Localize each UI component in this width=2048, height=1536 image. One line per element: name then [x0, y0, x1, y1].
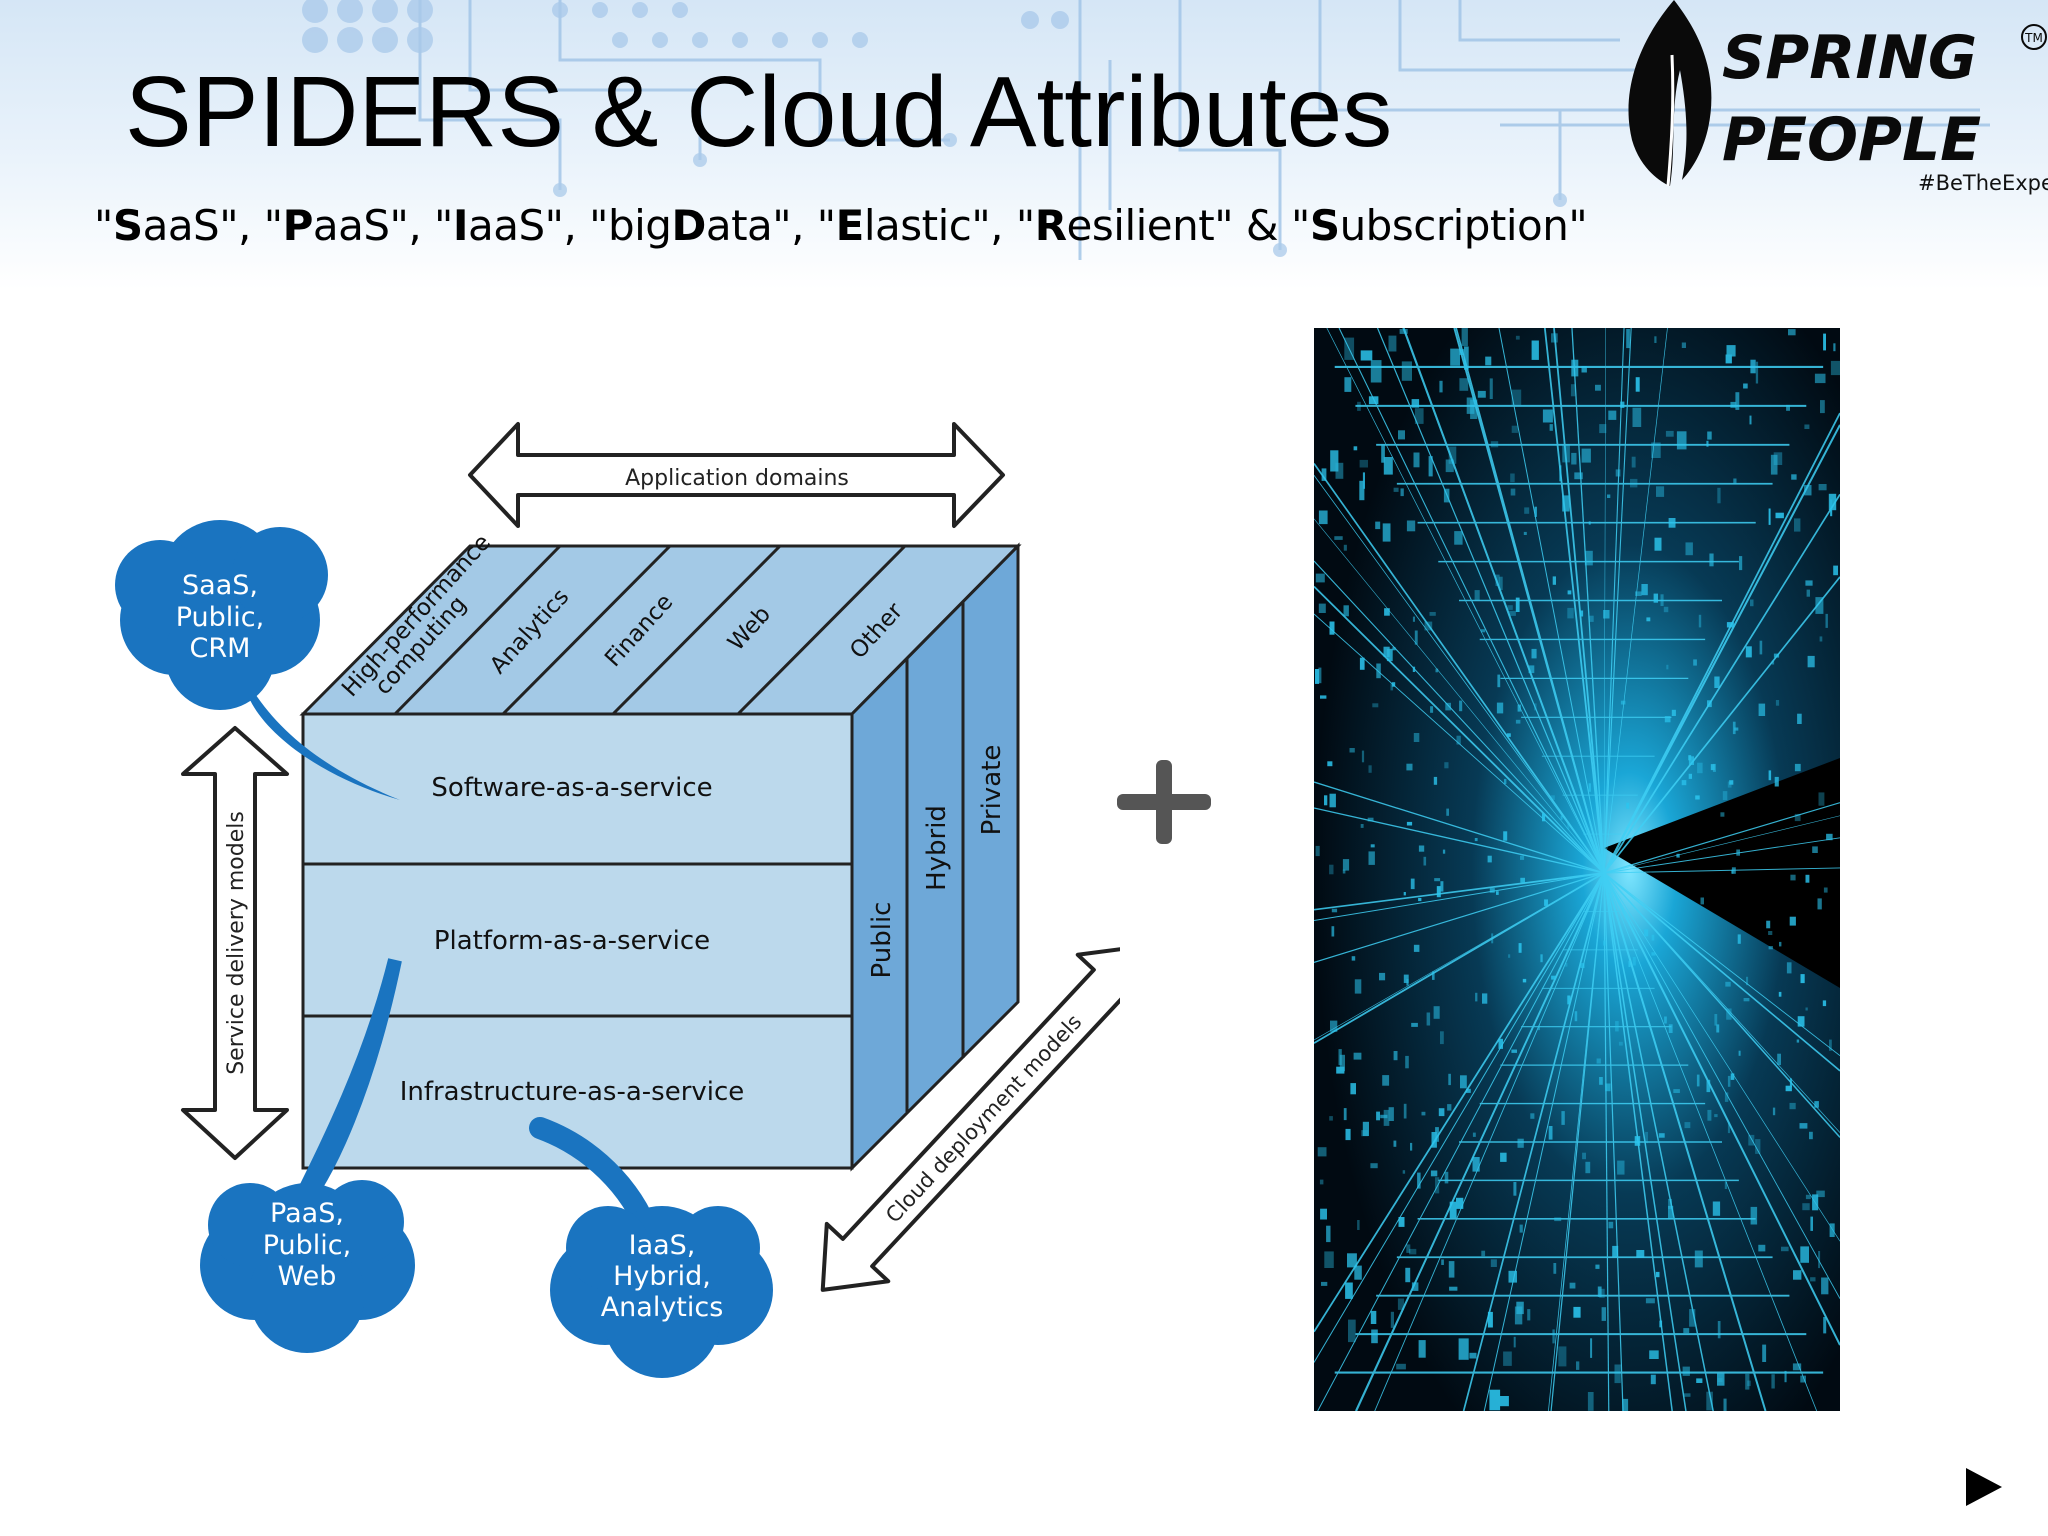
cube-front-face — [301, 712, 854, 1170]
slide-subtitle: "SaaS", "PaaS", "IaaS", "bigData", "Elas… — [94, 200, 1588, 252]
logo-text-people: PEOPLE — [1722, 105, 1981, 175]
deployment-private: Private — [977, 745, 1007, 836]
deployment-public: Public — [867, 902, 897, 979]
callout-paas-line3: Web — [278, 1261, 337, 1292]
callout-saas-line2: Public, — [176, 602, 265, 633]
trademark-mark: TM — [2024, 31, 2043, 45]
slide-title: SPIDERS & Cloud Attributes — [125, 56, 1393, 168]
application-domains-label: Application domains — [625, 466, 849, 491]
callout-saas-line3: CRM — [190, 633, 251, 664]
cloud-cube-diagram: Application domains Service delivery mod… — [115, 422, 1120, 1378]
leaf-icon — [1628, 0, 1712, 186]
callout-iaas-line1: IaaS, — [629, 1230, 696, 1261]
layer-iaas: Infrastructure-as-a-service — [400, 1077, 745, 1107]
callout-iaas-line3: Analytics — [601, 1292, 724, 1323]
layer-saas: Software-as-a-service — [431, 773, 712, 803]
subtitle-elastic: "Elastic", — [816, 201, 1016, 250]
callout-saas-line1: SaaS, — [182, 570, 258, 601]
callout-paas-line1: PaaS, — [270, 1198, 344, 1229]
subtitle-saas: "SaaS", — [94, 201, 264, 250]
callout-paas: PaaS, Public, Web — [200, 958, 415, 1353]
play-next-icon[interactable] — [1964, 1466, 2004, 1508]
application-domains-arrow: Application domains — [468, 422, 1005, 528]
subtitle-subscription: "Subscription" — [1290, 201, 1588, 250]
service-delivery-models-arrow: Service delivery models — [181, 726, 289, 1160]
subtitle-iaas: "IaaS", — [434, 201, 590, 250]
callout-saas: SaaS, Public, CRM — [115, 520, 400, 800]
springpeople-logo: SPRING PEOPLE TM — [1628, 0, 2047, 187]
subtitle-bigdata: "bigData", — [589, 201, 817, 250]
matrix-data-tunnel-image — [1314, 328, 1840, 1411]
logo-text-spring: SPRING — [1722, 23, 1977, 93]
deployment-hybrid: Hybrid — [922, 805, 952, 891]
service-delivery-label: Service delivery models — [224, 811, 249, 1075]
callout-iaas-line2: Hybrid, — [613, 1261, 711, 1292]
plus-icon — [1117, 760, 1211, 844]
callout-iaas: IaaS, Hybrid, Analytics — [529, 1117, 773, 1378]
subtitle-paas: "PaaS", — [263, 201, 435, 250]
logo-tagline: #BeTheExpert — [1918, 171, 2048, 195]
callout-paas-line2: Public, — [263, 1230, 352, 1261]
circuit-header-background — [0, 0, 2048, 290]
layer-paas: Platform-as-a-service — [434, 926, 710, 956]
subtitle-resilient: "Resilient" & — [1015, 201, 1291, 250]
